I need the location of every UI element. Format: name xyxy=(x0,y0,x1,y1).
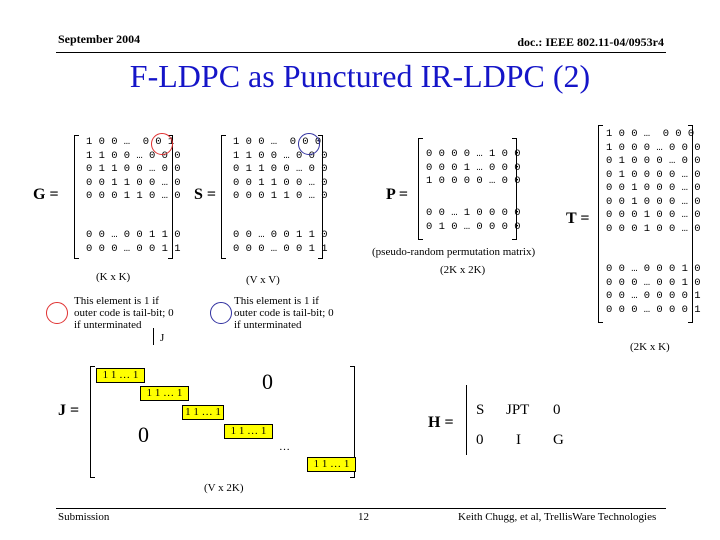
footer-rule xyxy=(56,508,666,509)
t-row: 0 0 0 … 0 0 0 1 xyxy=(606,303,701,316)
s-highlight-circle xyxy=(298,133,320,155)
s-bracket-right xyxy=(318,135,323,259)
h-label: H = xyxy=(428,414,454,431)
j-zero-upper: 0 xyxy=(262,369,273,394)
s-note-line: outer code is tail-bit; 0 xyxy=(234,307,334,319)
header-doc-id: doc.: IEEE 802.11-04/0953r4 xyxy=(517,35,664,49)
t-row: 0 0 … 0 0 0 0 1 xyxy=(606,290,701,302)
t-bracket-left xyxy=(598,125,603,323)
j-bracket-right xyxy=(350,366,355,478)
h-bracket-left xyxy=(466,385,467,455)
h-cell: S xyxy=(476,402,485,418)
g-row: 0 0 0 … 0 0 1 1 xyxy=(86,242,181,255)
p-matrix-top: 0 0 0 0 … 1 0 0 0 0 0 1 … 0 0 0 1 0 0 0 … xyxy=(426,148,521,189)
j-column-label: J xyxy=(160,332,165,344)
g-row: 0 0 0 1 1 0 … 0 xyxy=(86,190,181,202)
s-dimension: (V x V) xyxy=(246,274,280,286)
g-row: 0 0 … 0 0 1 1 0 xyxy=(86,229,181,241)
h-cell: I xyxy=(516,432,521,448)
g-dimension: (K x K) xyxy=(96,271,131,283)
s-label: S = xyxy=(194,186,217,203)
j-dimension: (V x 2K) xyxy=(204,482,244,494)
p-row: 0 0 0 1 … 0 0 0 xyxy=(426,161,521,174)
s-row: 1 1 0 0 … 0 0 0 xyxy=(233,149,328,162)
g-note-line: outer code is tail-bit; 0 xyxy=(74,307,174,319)
g-label: G = xyxy=(33,186,59,203)
j-ellipsis: … xyxy=(279,441,290,453)
s-row: 0 0 0 1 1 0 … 0 xyxy=(233,190,328,202)
p-row: 0 1 0 … 0 0 0 0 xyxy=(426,220,521,233)
j-ones-block: 1 1 … 1 xyxy=(96,368,145,383)
t-matrix-bottom: 0 0 … 0 0 0 1 0 0 0 0 … 0 0 1 0 0 0 … 0 … xyxy=(606,263,701,317)
t-row: 0 0 0 … 0 0 1 0 xyxy=(606,276,701,289)
footer-submission: Submission xyxy=(58,511,110,523)
j-zero-lower: 0 xyxy=(138,422,149,447)
g-row: 0 1 1 0 0 … 0 0 xyxy=(86,163,181,175)
t-row: 0 1 0 0 0 0 … 0 xyxy=(606,168,701,181)
s-matrix-bottom: 0 0 … 0 0 1 1 0 0 0 0 … 0 0 1 1 xyxy=(233,229,328,256)
p-row: 0 0 0 0 … 1 0 0 xyxy=(426,148,521,160)
h-cell: 0 xyxy=(476,432,484,448)
s-bracket-left xyxy=(221,135,226,259)
t-row: 0 0 … 0 0 0 1 0 xyxy=(606,263,701,275)
g-matrix-bottom: 0 0 … 0 0 1 1 0 0 0 0 … 0 0 1 1 xyxy=(86,229,181,256)
g-highlight-circle xyxy=(151,133,173,155)
j-bracket-left xyxy=(90,366,95,478)
g-bracket-right xyxy=(168,135,173,259)
g-row: 0 0 1 1 0 0 … 0 xyxy=(86,176,181,189)
j-ones-block: 1 1 … 1 xyxy=(182,405,224,420)
j-ones-block: 1 1 … 1 xyxy=(140,386,189,401)
p-matrix-bottom: 0 0 … 1 0 0 0 0 0 1 0 … 0 0 0 0 xyxy=(426,207,521,234)
p-bracket-right xyxy=(512,138,517,240)
s-note-line: This element is 1 if xyxy=(234,295,319,307)
t-bracket-right xyxy=(688,125,693,323)
t-row: 1 0 0 0 … 0 0 0 xyxy=(606,141,701,154)
t-dimension: (2K x K) xyxy=(630,341,670,353)
t-row: 0 0 1 0 0 0 … 0 xyxy=(606,195,701,208)
p-label: P = xyxy=(386,186,409,203)
s-note-circle xyxy=(210,302,232,324)
s-row: 0 1 1 0 0 … 0 0 xyxy=(233,163,328,175)
j-ones-block: 1 1 … 1 xyxy=(307,457,356,472)
t-matrix-top: 1 0 0 … 0 0 0 1 0 0 0 … 0 0 0 0 1 0 0 0 … xyxy=(606,128,701,236)
t-label: T = xyxy=(566,210,590,227)
t-row: 1 0 0 … 0 0 0 xyxy=(606,128,695,140)
j-ones-block: 1 1 … 1 xyxy=(224,424,273,439)
s-row: 0 0 1 1 0 0 … 0 xyxy=(233,176,328,189)
h-cell: 0 xyxy=(553,402,561,418)
p-row: 0 0 … 1 0 0 0 0 xyxy=(426,207,521,219)
p-row: 1 0 0 0 0 … 0 0 xyxy=(426,175,521,187)
header-rule xyxy=(56,52,666,53)
j-column-marker xyxy=(153,328,154,345)
p-caption: (pseudo-random permutation matrix) xyxy=(372,246,536,258)
j-label: J = xyxy=(58,402,80,419)
t-row: 0 0 0 1 0 0 … 0 xyxy=(606,209,701,221)
t-row: 0 1 0 0 0 … 0 0 xyxy=(606,155,701,167)
g-note-line: if unterminated xyxy=(74,319,142,331)
g-bracket-left xyxy=(74,135,79,259)
g-note-circle xyxy=(46,302,68,324)
p-dimension: (2K x 2K) xyxy=(440,264,486,276)
t-row: 0 0 0 1 0 0 … 0 xyxy=(606,222,701,235)
g-note-line: This element is 1 if xyxy=(74,295,159,307)
g-matrix-top: 1 0 0 … 0 0 1 1 1 0 0 … 0 0 0 0 1 1 0 0 … xyxy=(86,136,181,204)
p-bracket-left xyxy=(418,138,423,240)
footer-page-number: 12 xyxy=(358,511,369,523)
t-row: 0 0 1 0 0 0 … 0 xyxy=(606,182,701,194)
s-row: 0 0 … 0 0 1 1 0 xyxy=(233,229,328,241)
s-row: 0 0 0 … 0 0 1 1 xyxy=(233,242,328,255)
s-matrix-top: 1 0 0 … 0 0 0 1 1 0 0 … 0 0 0 0 1 1 0 0 … xyxy=(233,136,328,204)
header-date: September 2004 xyxy=(58,32,141,46)
s-note-line: if unterminated xyxy=(234,319,302,331)
footer-authors: Keith Chugg, et al, TrellisWare Technolo… xyxy=(458,511,657,523)
g-row: 1 1 0 0 … 0 0 0 xyxy=(86,149,181,162)
h-cell: G xyxy=(553,432,564,448)
slide-title: F-LDPC as Punctured IR-LDPC (2) xyxy=(129,58,591,94)
h-cell: JPT xyxy=(506,402,530,418)
